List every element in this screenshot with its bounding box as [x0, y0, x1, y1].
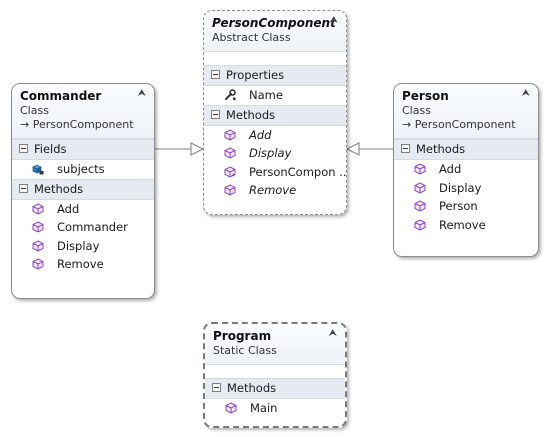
method-item[interactable]: Add	[394, 160, 538, 179]
property-item[interactable]: Name	[204, 86, 346, 105]
method-item[interactable]: Add	[204, 126, 346, 145]
method-cube-icon	[224, 184, 236, 196]
method-label: Remove	[57, 257, 104, 271]
method-cube-icon	[414, 163, 426, 175]
methods-section-header[interactable]: Methods	[394, 139, 538, 160]
method-label: Remove	[249, 183, 297, 197]
section-label: Methods	[416, 142, 466, 156]
method-label: Main	[250, 401, 278, 415]
method-item[interactable]: Person	[394, 197, 538, 216]
class-name: Person	[402, 89, 449, 103]
personcomponent-class-box[interactable]: PersonComponent Abstract Class ⮝ Propert…	[203, 10, 347, 215]
program-class-box[interactable]: Program Static Class ⮝ Methods Main	[203, 322, 347, 428]
method-item[interactable]: Remove	[12, 255, 154, 274]
method-label: Display	[249, 146, 292, 160]
personcomponent-header: PersonComponent Abstract Class ⮝	[204, 11, 346, 52]
method-cube-icon	[414, 200, 426, 212]
inheritance-arrowhead-left	[190, 142, 205, 156]
inheritance-arrowhead-right	[345, 142, 360, 156]
class-name: PersonComponent	[212, 16, 336, 30]
method-cube-icon	[225, 402, 237, 414]
method-item[interactable]: Add	[12, 200, 154, 219]
commander-class-box[interactable]: Commander Class → PersonComponent ⮝ Fiel…	[11, 83, 155, 299]
method-cube-icon	[32, 239, 44, 252]
section-label: Methods	[227, 381, 277, 395]
collapse-icon[interactable]: ⮝	[328, 328, 338, 339]
section-label: Properties	[226, 68, 285, 82]
methods-section-header[interactable]: Methods	[205, 378, 345, 399]
section-label: Methods	[226, 107, 276, 122]
base-class: → PersonComponent	[20, 118, 134, 131]
collapse-section-icon[interactable]	[211, 109, 220, 119]
method-cube-icon	[224, 147, 236, 159]
collapse-icon[interactable]: ⮝	[521, 88, 531, 99]
method-label: Add	[57, 201, 80, 216]
method-label: Commander	[57, 220, 128, 234]
method-cube-icon	[224, 128, 236, 141]
person-header: Person Class → PersonComponent ⮝	[394, 84, 538, 139]
method-cube-icon	[32, 221, 44, 233]
collapse-icon[interactable]: ⮝	[329, 15, 339, 26]
field-item[interactable]: subjects	[12, 160, 154, 179]
program-header: Program Static Class ⮝	[205, 324, 345, 365]
wrench-icon	[225, 89, 236, 100]
property-label: Name	[249, 88, 283, 102]
section-label: Methods	[34, 181, 84, 196]
commander-header: Commander Class → PersonComponent ⮝	[12, 84, 154, 139]
svg-text:*: *	[232, 173, 235, 178]
section-label: Fields	[34, 142, 67, 156]
method-label: Person	[439, 199, 478, 213]
method-cube-icon	[414, 218, 426, 231]
class-kind: Class	[20, 104, 49, 117]
collapse-icon[interactable]: ⮝	[137, 88, 147, 99]
protected-method-icon: *	[224, 165, 236, 178]
method-item[interactable]: Display	[12, 237, 154, 256]
method-label: Display	[439, 180, 482, 195]
class-name: Commander	[20, 89, 102, 103]
method-item[interactable]: Main	[205, 399, 345, 418]
class-kind: Class	[402, 104, 431, 117]
method-item[interactable]: Display	[204, 144, 346, 163]
properties-section-header[interactable]: Properties	[204, 65, 346, 86]
method-item[interactable]: Commander	[12, 218, 154, 237]
methods-section-header[interactable]: Methods	[12, 178, 154, 200]
method-label: Add	[249, 127, 272, 142]
methods-section-header[interactable]: Methods	[204, 104, 346, 126]
fields-section-header[interactable]: Fields	[12, 139, 154, 160]
method-item[interactable]: * PersonCompon ...	[204, 163, 346, 182]
lock-field-icon	[32, 164, 44, 175]
method-label: Display	[57, 238, 100, 253]
collapse-section-icon[interactable]	[19, 144, 28, 153]
person-class-box[interactable]: Person Class → PersonComponent ⮝ Methods…	[393, 83, 539, 257]
method-label: Remove	[439, 217, 486, 232]
method-cube-icon	[32, 202, 44, 215]
class-name: Program	[213, 329, 272, 343]
method-item[interactable]: Display	[394, 179, 538, 198]
collapse-section-icon[interactable]	[211, 70, 220, 79]
collapse-section-icon[interactable]	[401, 144, 410, 153]
collapse-section-icon[interactable]	[212, 383, 221, 392]
class-kind: Abstract Class	[212, 31, 291, 44]
base-class: → PersonComponent	[402, 118, 516, 131]
method-cube-icon	[32, 258, 44, 270]
method-item[interactable]: Remove	[394, 216, 538, 235]
collapse-section-icon[interactable]	[19, 183, 28, 193]
field-label: subjects	[57, 162, 105, 176]
method-cube-icon	[414, 181, 426, 194]
method-label: Add	[439, 162, 462, 176]
class-kind: Static Class	[213, 344, 277, 357]
method-item[interactable]: Remove	[204, 181, 346, 200]
method-label: PersonCompon ...	[249, 164, 346, 179]
